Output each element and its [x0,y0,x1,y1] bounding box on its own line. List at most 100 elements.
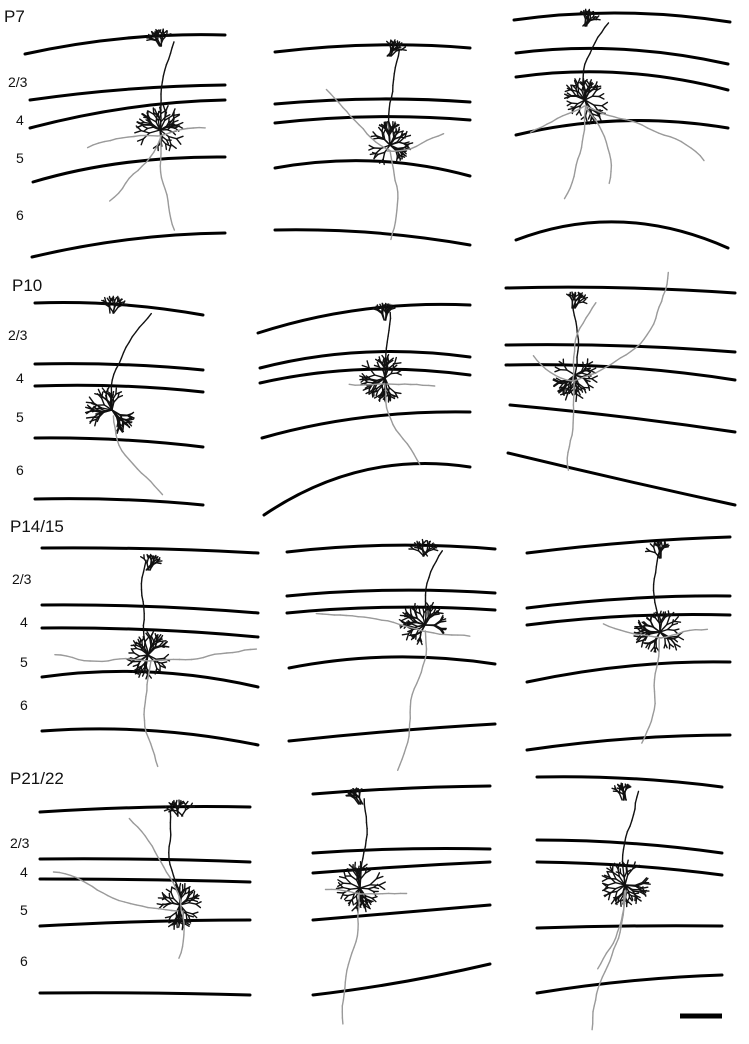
dendrite-segment [144,636,150,643]
dendrite-segment [389,141,400,146]
dendrite-segment [147,110,155,116]
dendrite-segment [143,558,148,564]
layer-label-5: 5 [20,902,28,918]
dendrite-segment [389,43,392,50]
axon-segment [580,140,583,149]
dendrite-segment [132,664,139,667]
dendrite-segment [366,360,370,369]
dendrite-segment [170,123,175,128]
dendrite-segment [347,893,355,897]
dendrite-segment [133,652,141,657]
dendrite-segment [390,90,394,99]
dendrite-segment [136,124,144,129]
axon-segment [695,150,701,157]
dendrite-segment [94,418,98,427]
dendrite-segment [652,626,661,633]
dendrite-segment [374,374,386,379]
axon-segment [151,845,156,853]
dendrite-segment [389,137,396,146]
dendrite-segment [126,658,134,663]
dendrite-segment [398,141,408,146]
axon-segment [610,360,617,366]
axon-segment [656,306,660,314]
dendrite-segment [357,788,361,793]
dendrite-segment [140,577,143,585]
dendrite-segment [160,81,164,89]
axon-segment [410,145,418,150]
age-label-p7: P7 [4,7,25,26]
dendrite-segment [643,635,647,642]
dendrite-segment [195,901,202,905]
axon-segment [600,957,605,965]
axon-segment [643,731,648,739]
axon-segment [356,929,359,937]
dendrite-segment [572,302,579,309]
dendrite-segment [350,895,358,902]
dendrite-segment [564,95,571,100]
layer-label-4: 4 [20,864,28,880]
axon-segment [431,135,439,139]
dendrite-segment [361,364,370,369]
dendrite-segment [422,550,429,557]
dendrite-segment [378,393,385,398]
dendrite-segment [164,143,168,151]
dendrite-segment [618,876,626,886]
axon-segment [115,433,118,441]
axon-segment [615,937,620,945]
axon-segment [410,448,415,455]
dendrite-segment [376,309,383,315]
dendrite-segment [619,893,625,901]
dendrite-segment [359,884,371,889]
axon-segment [101,660,109,663]
dendrite-segment [660,616,666,624]
axon-segment [346,963,350,971]
dendrite-segment [567,107,575,111]
dendrite-segment [649,550,656,554]
axon-segment [169,130,177,134]
dendrite-segment [381,312,385,321]
dendrite-segment [159,125,167,131]
axon-segment [415,142,423,148]
dendrite-segment [591,113,600,117]
axon-segment [413,453,418,460]
dendrite-segment [673,643,681,648]
dendrite-segment [607,893,611,901]
dendrite-segment [141,647,149,656]
axon-segment [355,935,359,943]
dendrite-segment [575,320,578,329]
dendrite-segment [360,377,367,383]
axon-segment [341,999,345,1007]
dendrite-segment [150,124,161,131]
dendrite-segment [151,640,161,647]
dendrite-segment [650,615,653,622]
dendrite-segment [136,660,141,670]
dendrite-segment [624,874,629,886]
axon-segment [410,626,418,630]
dendrite-segment [666,624,673,631]
dendrite-segment [401,46,407,51]
dendrite-segment [584,82,589,88]
dendrite-segment [418,542,423,547]
dendrite-segment [378,881,386,886]
axon-segment [392,621,400,626]
dendrite-segment [375,358,382,364]
dendrite-segment [142,565,146,573]
dendrite-segment [414,610,418,620]
dendrite-segment [377,385,383,392]
dendrite-segment [111,373,115,381]
dendrite-segment [168,920,176,924]
dendrite-segment [157,112,162,122]
dendrite-segment [163,653,170,660]
axon-segment [148,666,151,674]
dendrite-segment [571,300,574,309]
dendrite-segment [622,866,625,874]
axon-segment [137,659,145,662]
dendrite-segment [378,884,386,890]
dendrite-segment [151,559,157,564]
axon-segment [398,149,406,152]
dendrite-segment [588,86,596,93]
dendrite-segment [602,887,609,892]
dendrite-segment [427,545,431,552]
dendrite-segment [169,863,173,871]
axon-segment [416,458,421,465]
